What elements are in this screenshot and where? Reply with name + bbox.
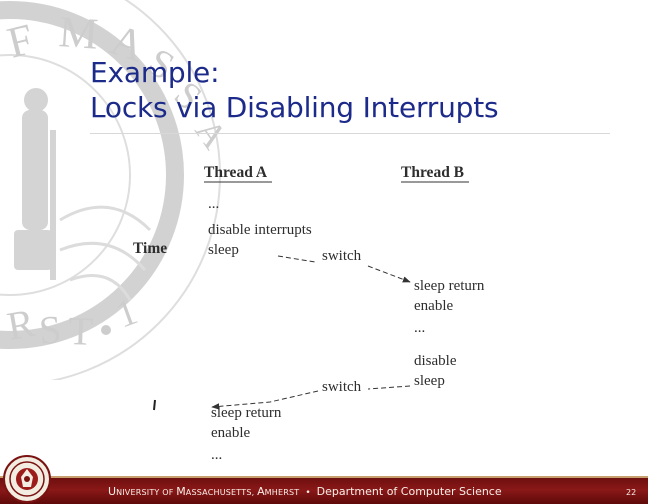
thread-b-step-sleep: sleep xyxy=(414,373,445,389)
switch-label-1: switch xyxy=(322,248,362,264)
thread-a-step-ellipsis: ... xyxy=(208,196,220,212)
footer-a-cap: A xyxy=(257,485,265,498)
footer-rule xyxy=(0,476,648,478)
footer-institution: UNIVERSITY OF MASSACHUSETTS, AMHERST • Dep… xyxy=(108,486,502,498)
thread-b-step-ellipsis: ... xyxy=(414,320,426,336)
slide-title-line-1: Example: xyxy=(90,56,220,89)
thread-b-step-disable: disable xyxy=(414,353,457,369)
switch-arrow-a-to-b-tail xyxy=(367,265,411,283)
svg-text:T: T xyxy=(68,308,94,354)
thread-b-step-sleep-return: sleep return xyxy=(414,278,485,294)
footer-a-rest: MHERST xyxy=(264,488,300,497)
svg-text:M: M xyxy=(57,7,99,59)
title-divider xyxy=(90,133,610,134)
footer-m-cap: M xyxy=(176,485,186,498)
time-axis-tick xyxy=(153,399,156,411)
thread-a-step-ellipsis-end: ... xyxy=(211,447,223,463)
thread-a-step-disable-interrupts: disable interrupts xyxy=(208,222,312,238)
state-seal-watermark-icon: F M A S S A R S T 1 xyxy=(0,0,235,380)
switch-arrow-b-to-a xyxy=(367,385,411,390)
thread-b-header: Thread B xyxy=(401,164,465,181)
footer-bar xyxy=(0,478,648,504)
footer-department: Department of Computer Science xyxy=(316,485,502,498)
footer-separator: • xyxy=(305,488,311,498)
thread-a-header: Thread A xyxy=(204,164,268,181)
thread-a-step-sleep-return: sleep return xyxy=(211,405,282,421)
thread-a-step-enable: enable xyxy=(211,425,251,441)
svg-text:F: F xyxy=(3,14,39,67)
thread-a-step-sleep: sleep xyxy=(208,242,239,258)
footer-u-rest: NIVERSITY OF xyxy=(116,488,177,497)
footer-u-cap: U xyxy=(108,485,117,498)
thread-b-step-enable: enable xyxy=(414,298,454,314)
umass-seal-icon xyxy=(3,455,51,503)
slide-number: 22 xyxy=(626,488,637,497)
switch-arrow-a-to-b xyxy=(277,255,316,263)
switch-label-2: switch xyxy=(322,379,362,395)
time-label: Time xyxy=(133,240,168,257)
svg-text:S: S xyxy=(37,307,62,353)
footer-m-rest: ASSACHUSETTS, xyxy=(185,488,258,497)
slide-title-line-2: Locks via Disabling Interrupts xyxy=(90,91,499,124)
